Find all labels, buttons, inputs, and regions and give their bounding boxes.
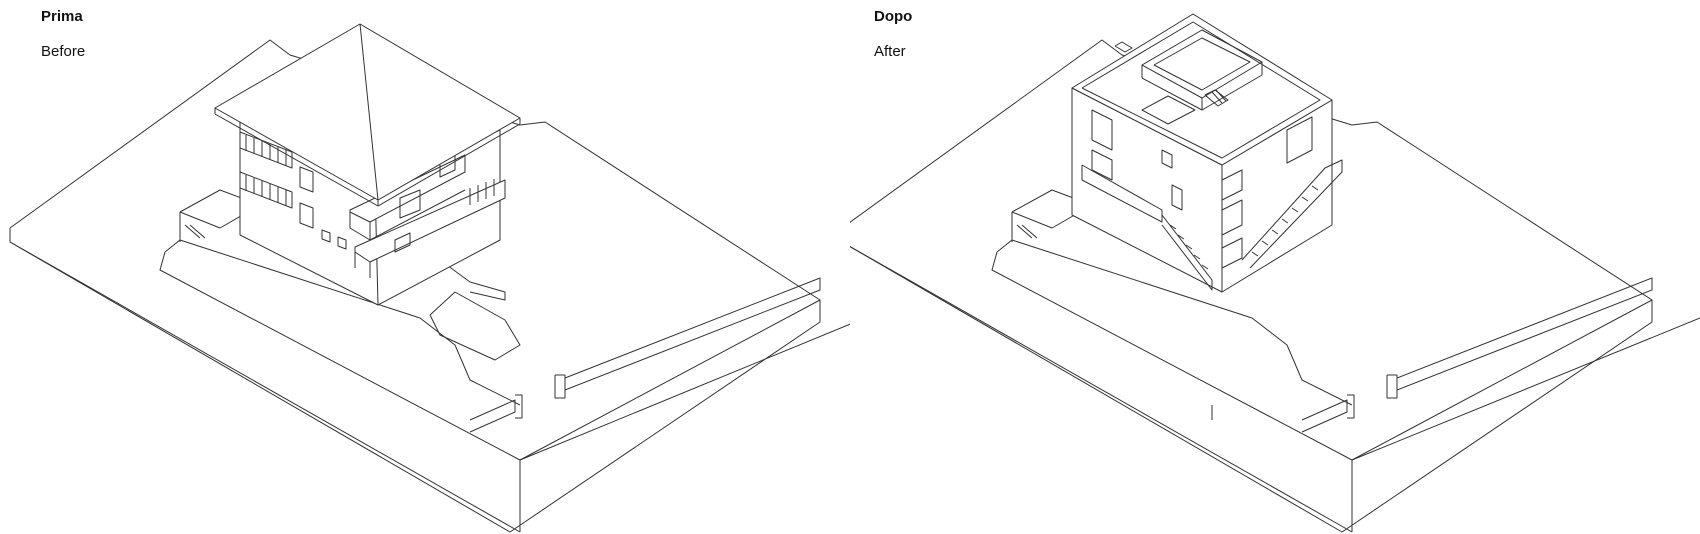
before-subtitle: Before: [41, 43, 86, 60]
before-axonometric-drawing: [9, 23, 850, 533]
after-subtitle: After: [874, 43, 906, 60]
after-title: Dopo: [874, 8, 913, 25]
after-axonometric-drawing: [850, 13, 1700, 533]
before-roof: [214, 23, 521, 207]
after-house: [1071, 13, 1343, 293]
before-title: Prima: [41, 8, 83, 25]
after-terrain: [850, 39, 1700, 533]
panel-before: Prima Before: [9, 8, 850, 533]
panel-after: Dopo After: [850, 0, 1700, 534]
before-terrain: [9, 39, 850, 533]
